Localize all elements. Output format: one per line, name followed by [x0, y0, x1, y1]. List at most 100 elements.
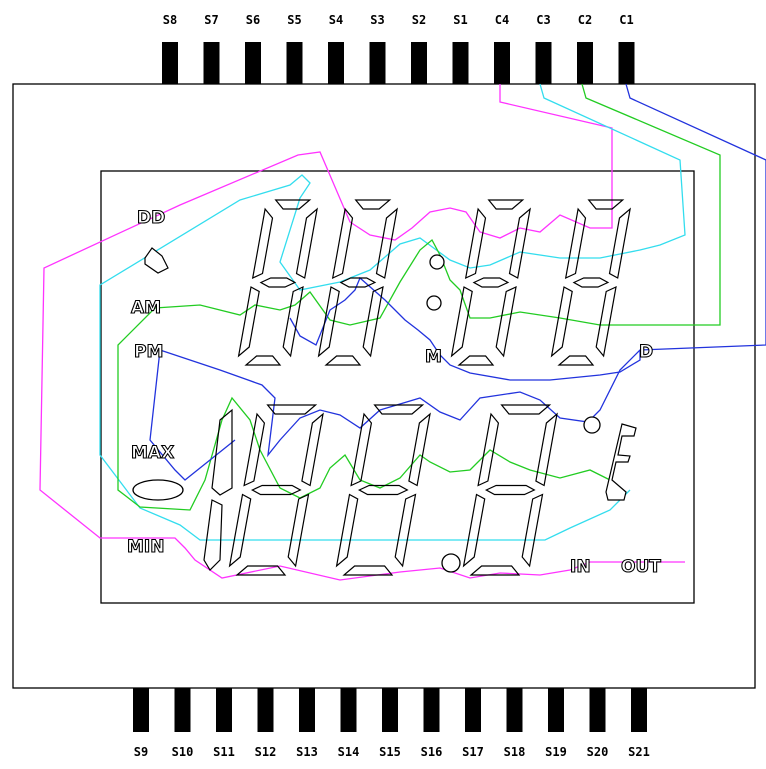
top-pin-label: S2	[412, 13, 426, 27]
bottom-pin-s18	[506, 688, 523, 732]
segment-c	[595, 285, 617, 358]
top-digit-4	[550, 199, 631, 366]
segment-g	[259, 277, 297, 288]
top-pin-label: S3	[370, 13, 384, 27]
colon-dots	[426, 254, 601, 573]
bottom-pin-s12	[257, 688, 274, 732]
bottom-pin-s16	[423, 688, 440, 732]
digit-group	[203, 199, 631, 576]
segment-a	[587, 199, 625, 210]
top-pin-s7	[203, 42, 220, 84]
segment-b	[508, 207, 531, 279]
top-digit-1	[237, 199, 318, 366]
segment-b	[408, 412, 431, 487]
label-d: D	[639, 342, 653, 362]
segment-f	[331, 207, 354, 280]
colon-dot-top	[429, 254, 445, 270]
lcd-outer-glass	[12, 83, 756, 689]
bottom-pin-s17	[465, 688, 481, 732]
degree-dot	[583, 416, 601, 434]
top-pin-c2	[577, 42, 593, 84]
segment-f	[243, 412, 266, 487]
bottom-pin-label: S21	[628, 745, 650, 759]
segment-e	[335, 493, 359, 568]
top-pin-label: S6	[246, 13, 260, 27]
segment-d	[324, 355, 362, 366]
segment-e	[450, 286, 473, 358]
top-pin-label: C1	[619, 13, 633, 27]
top-pin-label: C3	[536, 13, 550, 27]
segment-a	[274, 199, 312, 210]
top-pin-c4	[494, 42, 510, 84]
decimal-point	[441, 553, 461, 573]
bottom-pin-label: S11	[213, 745, 235, 759]
segment-a	[373, 404, 425, 415]
segment-g	[572, 277, 610, 288]
top-pin-s8	[162, 42, 178, 84]
bottom-pin-label: S16	[421, 745, 443, 759]
segment-f	[251, 207, 274, 280]
top-pin-label: S5	[287, 13, 301, 27]
segment-d	[469, 565, 521, 576]
top-pin-s5	[286, 42, 303, 84]
label-m: M	[425, 347, 442, 367]
segment-upper	[211, 408, 233, 496]
segment-d	[235, 565, 287, 576]
segment-g	[472, 277, 510, 288]
bottom-digit-one	[203, 408, 233, 571]
segment-a	[500, 404, 552, 415]
segment-d	[244, 355, 282, 366]
segment-f	[350, 412, 373, 487]
segment-lower	[203, 499, 223, 571]
bottom-pin-label: S10	[172, 745, 194, 759]
top-pin-s6	[245, 42, 261, 84]
bottom-digit-2	[335, 404, 431, 576]
segment-g	[484, 484, 536, 496]
segment-c	[495, 285, 517, 358]
label-in: IN	[570, 557, 591, 577]
label-dd: DD	[137, 208, 165, 228]
alarm-bell-icon	[144, 247, 169, 274]
segment-b	[295, 207, 318, 279]
top-pin-label: C4	[495, 13, 509, 27]
bottom-pin-s14	[340, 688, 357, 732]
bottom-pin-s19	[548, 688, 564, 732]
top-pin-label: S7	[204, 13, 218, 27]
top-pin-s1	[452, 42, 469, 84]
top-pin-c3	[535, 42, 552, 84]
bottom-pin-s9	[133, 688, 149, 732]
trace-blue-2	[289, 276, 641, 381]
segment-a	[487, 199, 525, 210]
colon-dot-bottom	[426, 295, 442, 311]
trace-green	[117, 83, 721, 511]
segment-f	[464, 207, 487, 280]
label-max: MAX	[131, 443, 174, 463]
unit-symbol-icon	[605, 423, 637, 501]
bottom-pin-s10	[174, 688, 191, 732]
segment-g	[357, 484, 409, 496]
segment-e	[550, 286, 573, 358]
top-pin-s3	[369, 42, 386, 84]
bottom-pin-label: S13	[296, 745, 318, 759]
bottom-digit-3	[462, 404, 558, 576]
segment-e	[317, 286, 340, 358]
top-pin-s2	[411, 42, 427, 84]
segment-c	[287, 493, 310, 568]
trace-magenta	[39, 84, 685, 581]
bottom-pin-label: S12	[255, 745, 277, 759]
label-min: MIN	[127, 537, 164, 557]
lcd-viewing-area	[100, 170, 695, 604]
segment-c	[521, 493, 544, 568]
segment-g	[339, 277, 377, 288]
top-digit-2	[317, 199, 398, 366]
label-am: AM	[131, 298, 161, 318]
segment-e	[237, 286, 260, 358]
segment-b	[608, 207, 631, 279]
bottom-pin-label: S14	[338, 745, 360, 759]
segment-f	[564, 207, 587, 280]
segment-f	[477, 412, 500, 487]
bottom-pin-s13	[299, 688, 315, 732]
trace-blue	[149, 83, 766, 481]
